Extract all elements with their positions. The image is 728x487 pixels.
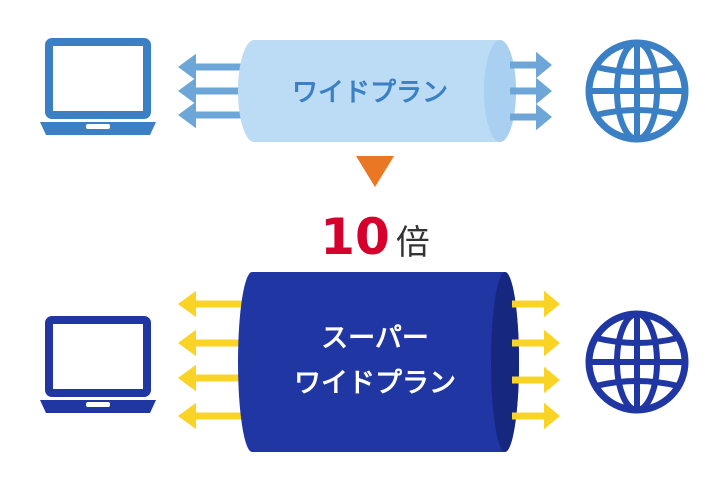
right-arrow [512,402,560,430]
top-left-arrows [178,53,244,129]
left-arrow [178,77,244,105]
laptop-icon [40,320,156,413]
left-arrow [178,402,246,430]
globe-icon [589,43,685,139]
top-pipe [238,40,516,142]
right-arrow [510,77,552,105]
triangle-down-icon [356,156,394,187]
bottom-pipe [238,272,519,452]
right-arrow [510,51,552,79]
top-plan-label: ワイドプラン [292,78,448,108]
left-arrow [178,329,246,357]
left-arrow [178,364,246,392]
globe-icon [589,314,685,410]
top-right-arrows [510,51,552,131]
laptop-icon [40,42,156,135]
bottom-plan-label-line1: スーパー [321,323,429,354]
multiplier-suffix: 倍 [396,223,430,263]
right-arrow [512,329,560,357]
right-arrow [510,103,552,131]
left-arrow [178,290,246,318]
right-arrow [512,366,560,394]
left-arrow [178,53,244,81]
right-arrow [512,290,560,318]
multiplier-number: 10 [320,208,390,266]
left-arrow [178,101,244,129]
bottom-right-arrows [512,290,560,430]
bottom-plan-label-line2: ワイドプラン [294,368,456,399]
bottom-left-arrows [178,290,246,430]
bottom-plan-row: スーパー ワイドプラン [40,272,685,452]
top-plan-row: ワイドプラン [40,40,685,142]
